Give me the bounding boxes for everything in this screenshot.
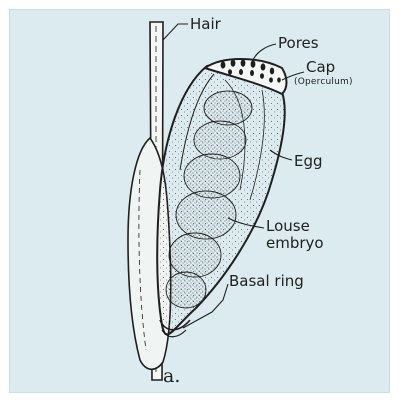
label-egg: Egg	[294, 154, 323, 169]
label-louse: Louse	[266, 219, 310, 234]
label-hair: Hair	[190, 17, 221, 32]
label-cap: Cap	[306, 60, 335, 75]
leader-hair	[163, 24, 188, 40]
label-embryo: embryo	[266, 236, 324, 251]
label-basal-ring: Basal ring	[229, 274, 304, 289]
panel-letter: a.	[163, 367, 180, 386]
label-pores: Pores	[278, 36, 319, 51]
label-operculum: (Operculum)	[294, 78, 353, 87]
